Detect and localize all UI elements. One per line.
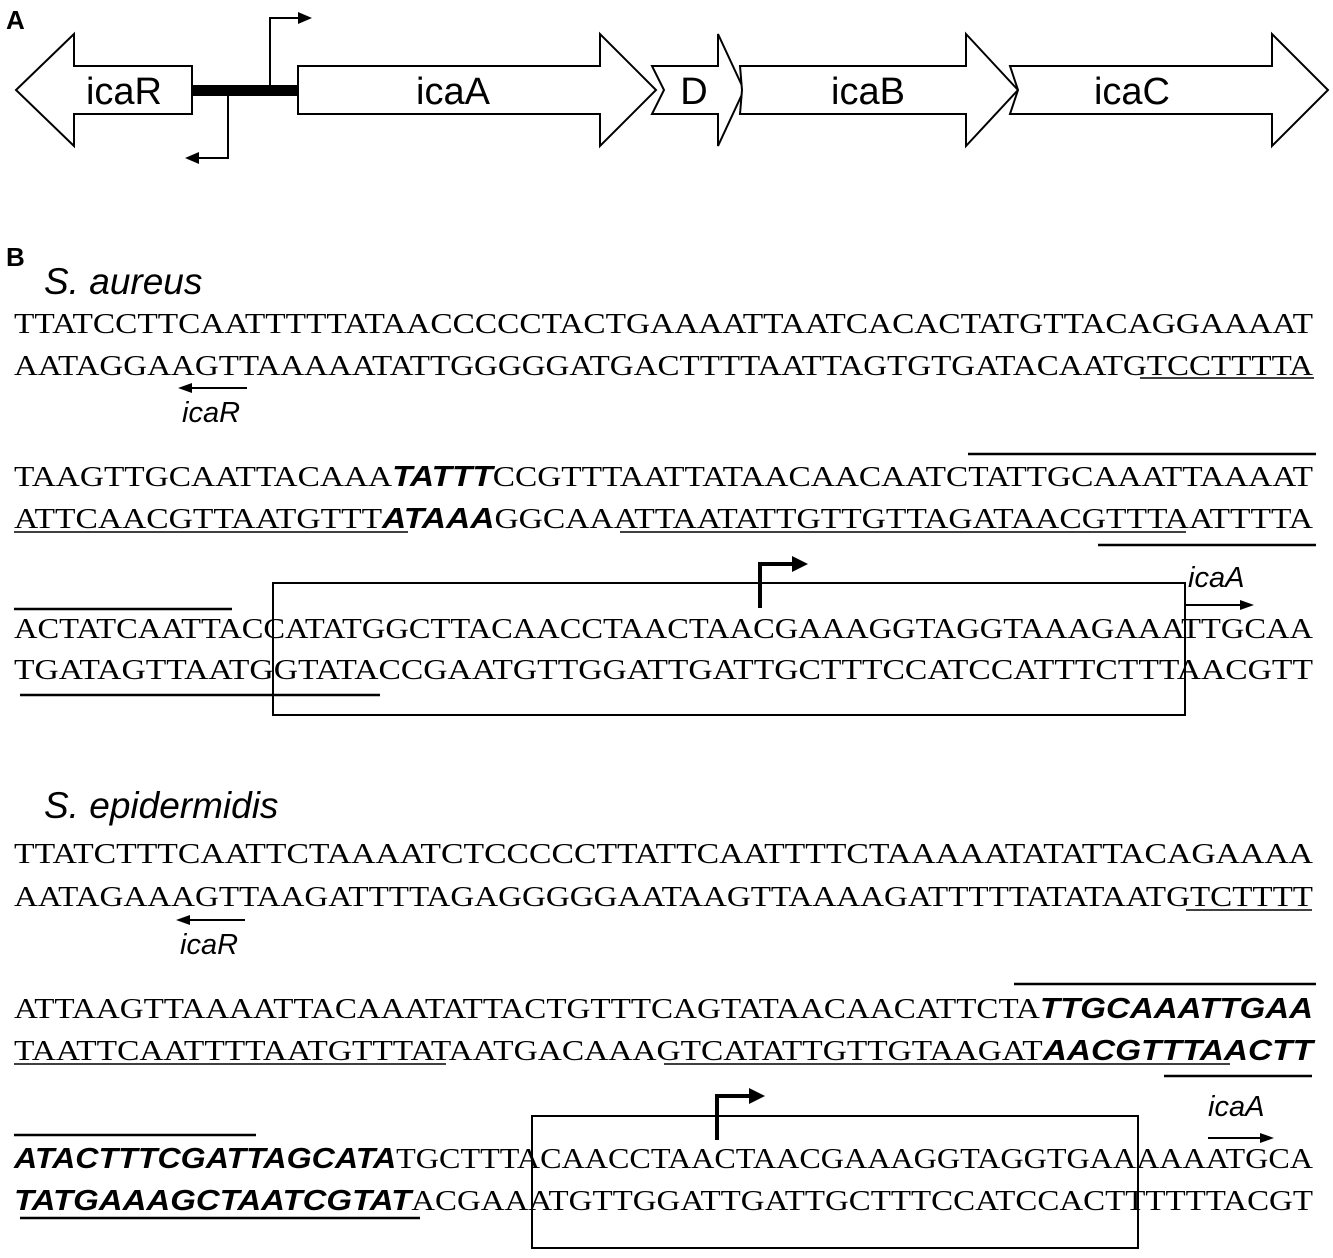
seq-segment: TCCTTTTA xyxy=(1147,350,1313,382)
seq-segment: ACTATCAATTAC xyxy=(14,613,263,645)
icaD-gene-arrow xyxy=(650,33,746,147)
seq-segment: ATTTTA xyxy=(1189,503,1313,535)
promoter-box xyxy=(531,1115,1139,1249)
icaR-gene-arrow xyxy=(14,31,193,149)
seq-segment: TTGCAA xyxy=(1181,613,1313,645)
seq-segment: AAAATGCA xyxy=(1136,1143,1313,1175)
epidermidis-seq-line-3: ATTAAGTTAAAATTACAAATATTACTGTTTCAGTATAACA… xyxy=(14,993,1313,1025)
seq-segment: TAAGTTGCAATTACAAA xyxy=(14,461,392,493)
epidermidis-icaR-label: icaR xyxy=(180,929,238,961)
seq-segment: TGCTTT xyxy=(396,1143,520,1175)
seq-segment: GTATACCGAATGTTGGATTGATTGCTTTCCATCCATTTCT… xyxy=(274,654,1180,686)
icaC-gene-arrow xyxy=(1008,31,1330,149)
aureus-species-title: S. aureus xyxy=(44,261,202,302)
icaR-promoter-arrowhead xyxy=(185,152,199,164)
epidermidis-seq-line-2: AATAGAAAGTTAAGATTTTAGAGGGGGAATAAGTTAAAAG… xyxy=(14,881,1313,913)
icaA-direction-arrowhead xyxy=(1260,1133,1274,1143)
aureus-seq-line-2: AATAGGAAGTTAAAAATATTGGGGGATGACTTTTAATTAG… xyxy=(14,350,1313,382)
seq-segment: TTTTACGT xyxy=(1145,1185,1313,1217)
icaA-direction-arrowhead xyxy=(1240,600,1254,610)
seq-segment-bold: TATTT xyxy=(392,461,495,493)
seq-segment: ACGAAA xyxy=(411,1185,552,1217)
seq-segment-bold: ATAAA xyxy=(381,503,495,535)
icaB-gene-label: icaB xyxy=(831,71,905,113)
seq-segment: AATAGGAAGTTAAAAATATTGGGGGATGACTTTTAATTAG… xyxy=(14,350,1147,382)
seq-segment: GGCAAA xyxy=(494,503,638,535)
seq-segment-bold: TTGCAAATTGAA xyxy=(1040,993,1313,1025)
icaD-gene-label: D xyxy=(680,71,707,113)
epidermidis-icaA-label: icaA xyxy=(1208,1091,1264,1123)
seq-segment: TAATGACAAA xyxy=(431,1035,657,1067)
panel-b-label: B xyxy=(6,242,25,272)
seq-segment-bold: TATGAAAGCTAATCGTAT xyxy=(14,1185,414,1217)
panel-a-label: A xyxy=(6,5,25,35)
icaR-promoter-arrow xyxy=(195,96,229,159)
icaA-gene-label: icaA xyxy=(416,71,491,113)
intergenic-region xyxy=(192,85,298,96)
icaR-direction-arrowhead xyxy=(178,383,192,393)
seq-segment-bold: ATACTTTCGATTAGCATA xyxy=(13,1143,396,1175)
epidermidis-species-title: S. epidermidis xyxy=(44,785,278,826)
aureus-icaR-label: icaR xyxy=(182,397,240,429)
tss-arrow xyxy=(758,562,794,608)
tss-arrow xyxy=(715,1094,751,1140)
seq-segment: ATTAAGTTAAAATTACAAATATTACTGTTTCAGTATAACA… xyxy=(14,993,1040,1025)
seq-segment: TCTTTT xyxy=(1190,881,1313,913)
seq-segment: TGTTGGATTGATTGCTTTCCATCCACTT xyxy=(549,1185,1146,1217)
seq-segment: ATTCAACGTTAATGTTT xyxy=(14,503,382,535)
epidermidis-seq-line-1: TTATCTTTCAATTCTAAAATCTCCCCCTTATTCAATTTTC… xyxy=(14,838,1313,870)
seq-segment: CCGTTTAATTATAACAACAATC xyxy=(493,461,969,493)
tss-arrowhead xyxy=(792,556,808,572)
seq-segment: ACAACCTAACTAACGAAAGGTAGGTGAA xyxy=(517,1143,1136,1175)
seq-segment: CATATGGCTTACAACCTAACTAACGAAAGGTAGGTAAAGA… xyxy=(263,613,1184,645)
icaR-gene-label: icaR xyxy=(86,71,162,113)
seq-segment: TATTGCAAATTAAAAT xyxy=(968,461,1313,493)
seq-segment: AATAGAAAGTTAAGATTTTAGAGGGGGAATAAGTTAAAAG… xyxy=(14,881,1190,913)
seq-segment: GTCATATTGTTGTAAGAT xyxy=(657,1035,1044,1067)
seq-segment: TGATAGTTAATG xyxy=(14,654,274,686)
aureus-icaA-label: icaA xyxy=(1188,562,1244,594)
seq-segment-bold: AACGTTTAACTT xyxy=(1042,1035,1316,1067)
icaR-direction-arrowhead xyxy=(176,915,190,925)
seq-segment: AACGTT xyxy=(1177,654,1314,686)
promoter-box xyxy=(272,582,1186,716)
seq-segment: TTAATATTGTTGTTAGATAACGTTTA xyxy=(634,503,1189,535)
icaA-promoter-arrow xyxy=(269,17,302,88)
tss-arrowhead xyxy=(749,1088,765,1104)
aureus-seq-line-1: TTATCCTTCAATTTTTATAACCCCCTACTGAAAATTAATC… xyxy=(14,308,1313,340)
icaC-gene-label: icaC xyxy=(1094,71,1170,113)
icaB-gene-arrow xyxy=(738,31,1020,149)
icaA-promoter-arrowhead xyxy=(298,12,312,24)
icaA-gene-arrow xyxy=(297,31,658,149)
seq-segment: TAATTCAATTTTAATGTTTA xyxy=(14,1035,435,1067)
